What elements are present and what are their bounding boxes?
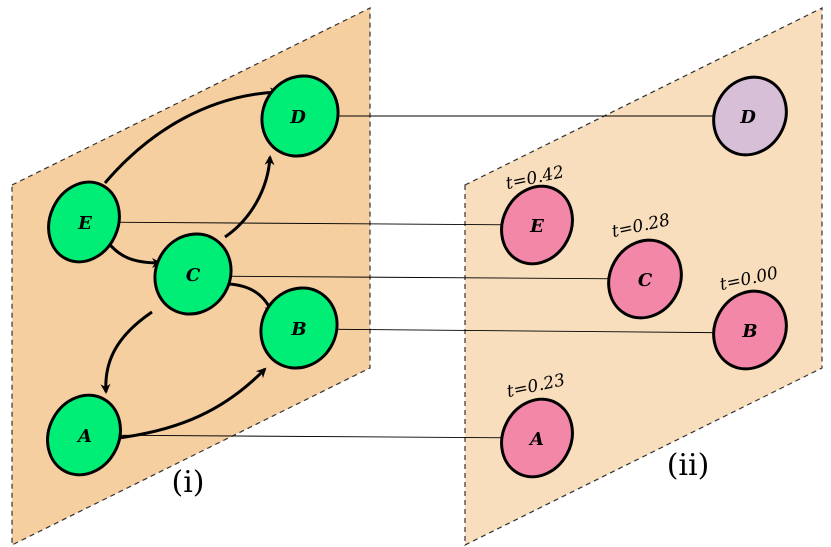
graph-node-d-label: D [289,107,306,128]
edge-c-to-a [100,310,153,394]
time-node-d-label: D [739,107,756,128]
graph-node-d: D [260,74,340,158]
graph-node-e: E [47,180,121,264]
time-node-e: E [500,184,574,266]
graph-node-b-label: B [290,319,306,340]
graph-node-e-label: E [77,213,92,234]
graph-node-b: B [259,286,339,370]
link-a [85,434,537,439]
time-node-b: B [712,289,788,371]
time-node-a: A [500,397,574,479]
right-panel-caption: (ii) [667,448,710,483]
link-e [85,221,538,226]
edge-a-to-b [117,367,267,440]
time-node-c-label: C [638,270,653,291]
edge-e-to-d [103,87,280,184]
graph-node-a: A [46,393,122,477]
left-panel-caption: (i) [171,465,204,500]
link-b [299,328,751,334]
time-node-d: D [712,75,788,157]
time-node-e-label: E [529,216,544,237]
link-c [192,275,646,280]
time-node-b-label: B [741,321,757,342]
time-node-c: C [607,238,683,320]
graph-node-c-label: C [186,265,201,286]
time-node-a-label: A [528,429,544,450]
graph-node-a-label: A [76,426,92,447]
graph-node-c: C [153,232,233,316]
edge-c-to-d [224,155,275,239]
